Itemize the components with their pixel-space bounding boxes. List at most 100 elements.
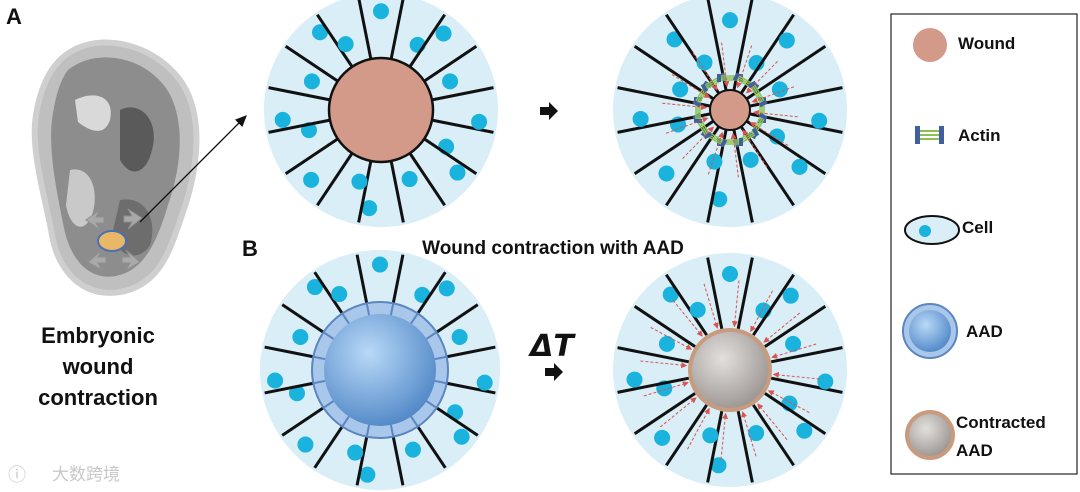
wound-legend-icon (913, 28, 947, 62)
cell-boundary (739, 13, 795, 95)
cell-boundary (284, 137, 339, 175)
cell-boundary (316, 13, 354, 68)
cell-nucleus (791, 158, 808, 175)
cell-nucleus (782, 287, 799, 304)
cell-nucleus (476, 374, 493, 391)
cell-nucleus (748, 425, 765, 442)
contraction-arrow (772, 371, 820, 380)
aad-junction (365, 303, 371, 316)
cell-boundary (389, 160, 405, 223)
cell-boundary (416, 425, 447, 469)
aad-junction (313, 379, 326, 385)
cell-nucleus (404, 441, 421, 458)
cell-boundary (391, 254, 405, 304)
cell-boundary (264, 345, 314, 359)
contraction-arrow (660, 397, 697, 428)
aad-legend-icon (902, 303, 958, 359)
aad-junction (389, 303, 395, 316)
cell-nucleus (771, 81, 788, 98)
actin-legend-icon (915, 126, 944, 144)
cell-nucleus (654, 429, 671, 446)
cell-nucleus (451, 329, 468, 346)
cell-legend-icon (904, 215, 960, 245)
aad-junction (410, 416, 419, 428)
cell-boundary (423, 137, 478, 175)
process-arrow-b (545, 363, 563, 381)
legend-label-contracted: Contracted (956, 413, 1046, 432)
contraction-arrow (703, 283, 719, 329)
tissue-wound-open (264, 0, 498, 227)
cell-nucleus (817, 373, 834, 390)
watermark-logo-icon: ⓘ (8, 465, 26, 486)
cell-nucleus (742, 151, 759, 168)
tissue-with-aad (260, 250, 500, 490)
cell-nucleus (658, 165, 675, 182)
panel-a-label: A (6, 4, 22, 29)
cell-boundary (633, 305, 696, 348)
cell-boundary (357, 0, 373, 60)
contraction-arrow (736, 45, 753, 89)
cell-boundary (770, 346, 843, 364)
cell-boundary (752, 404, 795, 467)
tissue-with-contracted-aad (613, 253, 847, 487)
cell-boundary (268, 86, 331, 102)
contraction-arrow (671, 74, 711, 99)
cell-nucleus (706, 153, 723, 170)
legend-label-aad: AAD (966, 322, 1003, 341)
contraction-arrow (741, 411, 757, 457)
aad-junction (365, 424, 371, 437)
cell-boundary (355, 436, 369, 486)
cell-boundary (764, 305, 827, 348)
delta-t-label: ΔT (528, 329, 576, 364)
contraction-arrow (757, 403, 788, 440)
cell-boundary (764, 392, 827, 435)
aad-junction (389, 424, 395, 437)
embryo-caption-line1: Embryonic (41, 323, 155, 348)
cell-nucleus (373, 3, 389, 20)
cell-nucleus (401, 171, 418, 188)
contracted-aad-legend-icon (905, 410, 955, 460)
contraction-arrow (720, 412, 729, 460)
cell-nucleus (778, 32, 795, 49)
cell-nucleus (658, 335, 675, 352)
cell-nucleus (274, 111, 291, 128)
cell-boundary (617, 376, 690, 394)
cell-boundary (408, 152, 446, 207)
cell-nucleus (337, 36, 354, 53)
cell-boundary (281, 406, 325, 437)
cell-boundary (435, 406, 479, 437)
contraction-arrow (752, 109, 798, 118)
contraction-arrow (746, 60, 778, 94)
cell-boundary (665, 125, 721, 207)
contraction-arrow (682, 126, 714, 160)
cell-nucleus (292, 329, 309, 346)
cell-nucleus (796, 422, 813, 439)
cell-boundary (745, 119, 827, 175)
tissue-wound-actin-contraction (613, 0, 847, 227)
contraction-arrow (742, 129, 768, 168)
cell-boundary (391, 436, 405, 486)
process-arrow-a (540, 102, 558, 120)
cell-nucleus (702, 427, 719, 444)
contraction-arrow (686, 407, 710, 450)
cell-boundary (284, 45, 339, 83)
embryo-image (31, 39, 247, 296)
cell-boundary (313, 425, 344, 469)
cell-nucleus (347, 444, 364, 461)
contraction-arrow (731, 280, 740, 328)
contraction-arrow (730, 132, 739, 178)
contraction-arrow (763, 312, 800, 343)
cell-boundary (633, 45, 715, 101)
cell-nucleus (710, 457, 727, 474)
cell-nucleus (471, 113, 488, 130)
contraction-arrow (707, 131, 724, 175)
aad-core (324, 314, 436, 426)
cell-boundary (431, 118, 494, 134)
legend-label-wound: Wound (958, 34, 1015, 53)
contracted-aad-core (692, 332, 768, 408)
cell-boundary (633, 392, 696, 435)
cell-nucleus (672, 81, 689, 98)
cell-boundary (752, 273, 795, 336)
panel-b-title: Wound contraction with AAD (422, 238, 684, 259)
